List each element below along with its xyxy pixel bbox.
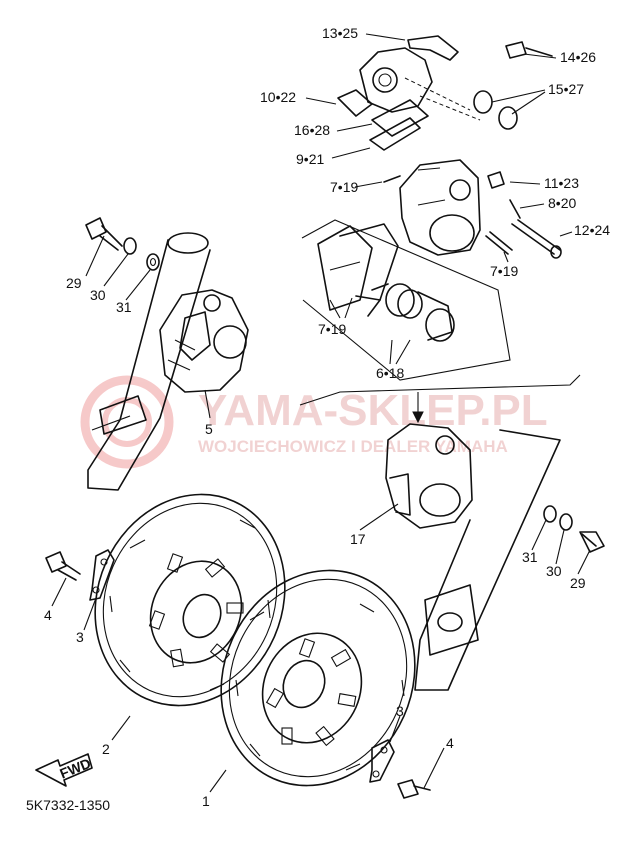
bushings-15 <box>473 90 518 130</box>
caliper-assembly-17 <box>385 423 473 529</box>
watermark-brand: YAMA-SKLEP.PL <box>198 386 548 435</box>
pad-shim-group <box>337 77 481 151</box>
watermark-tagline: WOJCIECHOWICZ I DEALER YAMAHA <box>198 437 508 456</box>
diagram-code: 5K7332-1350 <box>26 797 110 813</box>
callout-14-26: 14•26 <box>560 49 596 65</box>
callout-4-right: 4 <box>446 735 454 751</box>
callout-29-right: 29 <box>570 575 586 591</box>
right-fork-leg <box>414 429 561 691</box>
callout-11-23: 11•23 <box>544 175 579 191</box>
callout-5: 5 <box>205 421 213 437</box>
callout-30-left: 30 <box>90 287 106 303</box>
left-caliper <box>159 289 249 393</box>
brake-disc-1 <box>220 569 416 787</box>
disc-bolt-right <box>397 779 431 799</box>
caliper-body-right <box>399 159 481 256</box>
callout-12-24: 12•24 <box>574 222 610 238</box>
callout-3-right: 3 <box>396 703 404 719</box>
callout-16-28: 16•28 <box>294 122 330 138</box>
callout-9-21: 9•21 <box>296 151 324 167</box>
lock-plate-left <box>89 549 115 601</box>
callout-10-22: 10•22 <box>260 89 296 105</box>
watermark-logo-icon <box>80 375 174 469</box>
callout-4-left: 4 <box>44 607 52 623</box>
callout-15-27: 15•27 <box>548 81 584 97</box>
fwd-arrow-icon: FWD <box>35 753 93 787</box>
callout-31-left: 31 <box>116 299 132 315</box>
callout-31-right: 31 <box>522 549 538 565</box>
callout-29-left: 29 <box>66 275 82 291</box>
bolt-14 <box>505 41 553 59</box>
pins-and-bleeders <box>383 171 562 259</box>
callout-13-25: 13•25 <box>322 25 358 41</box>
right-mount-hardware <box>543 505 605 553</box>
brake-disc-2 <box>94 493 286 707</box>
caliper-housing-upper <box>359 35 459 113</box>
callout-7-19-b: 7•19 <box>490 263 518 279</box>
disc-bolt-left <box>45 551 81 581</box>
callout-6-18: 6•18 <box>376 365 404 381</box>
leader-lines <box>51 33 591 793</box>
left-mount-hardware <box>85 217 160 271</box>
callout-labels: 13•25 14•26 10•22 15•27 16•28 9•21 7•19 … <box>44 25 610 809</box>
callout-7-19-a: 7•19 <box>330 179 358 195</box>
watermark: YAMA-SKLEP.PL WOJCIECHOWICZ I DEALER YAM… <box>80 375 548 469</box>
callout-2: 2 <box>102 741 110 757</box>
brake-pads-7 <box>317 223 399 311</box>
callout-17: 17 <box>350 531 366 547</box>
callout-3-left: 3 <box>76 629 84 645</box>
callout-1: 1 <box>202 793 210 809</box>
fwd-label: FWD <box>57 755 93 782</box>
lock-plate-right <box>369 739 395 783</box>
callout-30-right: 30 <box>546 563 562 579</box>
callout-8-20: 8•20 <box>548 195 576 211</box>
left-fork-leg <box>87 232 211 491</box>
piston-seals-6 <box>367 283 455 342</box>
callout-7-19-c: 7•19 <box>318 321 346 337</box>
exploded-group-outline <box>299 219 581 424</box>
